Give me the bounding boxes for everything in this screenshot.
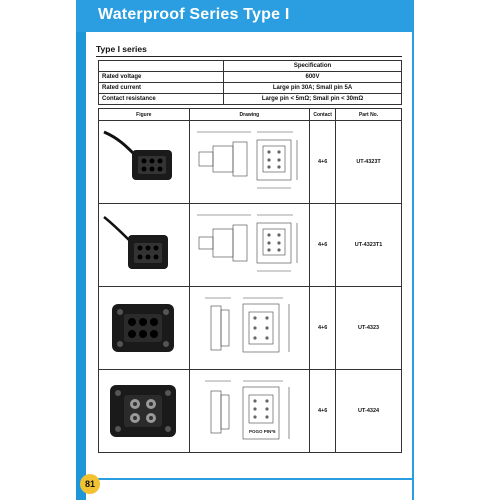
part-number: UT-4324 [335,369,402,453]
part-number: UT-4323 [335,286,402,370]
product-figure [98,120,190,204]
product-drawing [188,120,311,204]
product-figure [98,369,190,453]
spec-row: Rated current Large pin 30A; Small pin 5… [98,82,402,94]
header-drawing: Drawing [188,108,311,121]
header-contact: Contact [309,108,337,121]
spec-label: Contact resistance [98,93,224,105]
spec-corner [98,60,224,72]
part-number: UT-4323T [335,120,402,204]
header-figure: Figure [98,108,190,121]
left-accent-bar [76,0,86,500]
header-part-no: Part No. [335,108,402,121]
spec-value: 600V [223,71,402,83]
section-title: Type I series [96,44,147,54]
pogo-connector-photo-icon [110,385,176,437]
frame-bottom-border [86,478,414,480]
spec-value: Large pin < 5mΩ; Small pin < 30mΩ [223,93,402,105]
contact-count: 4+6 [309,369,337,453]
product-drawing [188,286,311,370]
frame-right-border [412,32,414,500]
page-number-badge: 81 [80,474,100,494]
header-bar [76,0,414,32]
cable-connector-photo-icon [103,216,168,269]
product-row: POGO PIN*6 4+6 UT-4324 [98,369,402,453]
product-row: 4+6 UT-4323T [98,120,402,204]
product-figure [98,286,190,370]
technical-drawing-icon [204,297,289,353]
spec-value: Large pin 30A; Small pin 5A [223,82,402,94]
spec-row: Contact resistance Large pin < 5mΩ; Smal… [98,93,402,105]
product-drawing [188,203,311,287]
spec-heading: Specification [223,60,402,72]
products-table: Figure Drawing Contact Part No. [98,108,402,453]
contact-count: 4+6 [309,286,337,370]
cable-connector-photo-icon [103,130,172,180]
technical-drawing-icon: POGO PIN*6 [204,380,289,440]
contact-count: 4+6 [309,203,337,287]
pogo-pin-label: POGO PIN*6 [249,429,276,434]
specification-table: Specification Rated voltage 600V Rated c… [98,60,402,105]
product-figure [98,203,190,287]
product-row: 4+6 UT-4323T1 [98,203,402,287]
product-row: 4+6 UT-4323 [98,286,402,370]
page-title: Waterproof Series Type I [98,6,290,23]
technical-drawing-icon [196,131,297,189]
product-drawing: POGO PIN*6 [188,369,311,453]
technical-drawing-icon [196,214,297,272]
contact-count: 4+6 [309,120,337,204]
spec-label: Rated voltage [98,71,224,83]
part-number: UT-4323T1 [335,203,402,287]
section-divider [96,56,402,57]
spec-row: Rated voltage 600V [98,71,402,83]
panel-connector-photo-icon [112,304,174,352]
spec-label: Rated current [98,82,224,94]
